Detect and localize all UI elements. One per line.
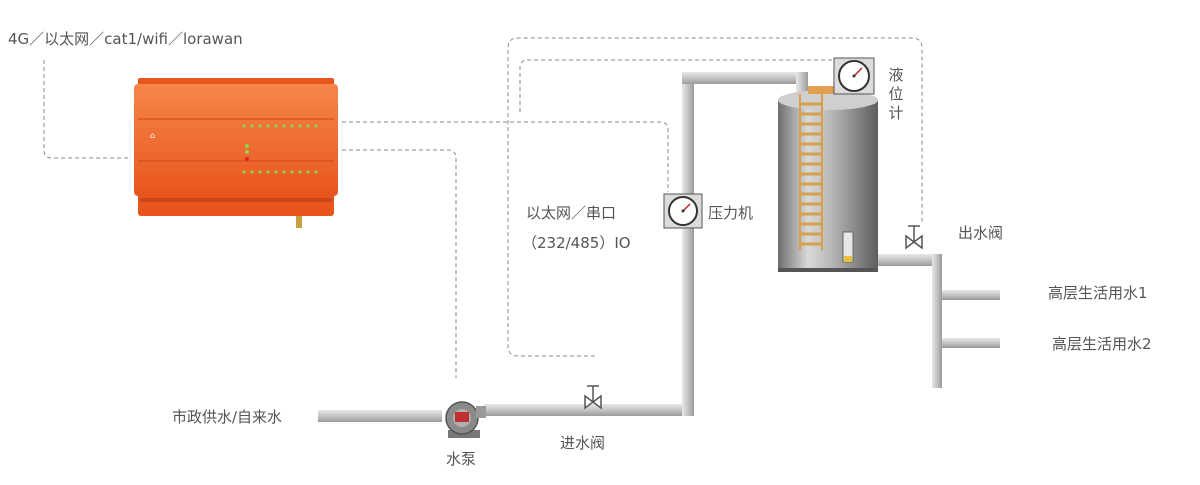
outlet-pipe xyxy=(872,254,942,266)
level-gauge-char-1: 液 xyxy=(888,66,904,84)
pipes xyxy=(318,72,1000,422)
level-gauge-line-inner xyxy=(519,59,859,112)
pressure-gauge-icon xyxy=(663,193,703,229)
branch-pipe-2 xyxy=(942,338,1000,348)
branch-pipe-1 xyxy=(942,290,1000,300)
municipal-inlet-pipe xyxy=(318,410,442,422)
status-leds xyxy=(245,144,249,161)
inlet-valve-label: 进水阀 xyxy=(560,434,606,452)
level-gauge-icon xyxy=(833,57,875,95)
pump-outlet-pipe xyxy=(484,404,692,416)
water-tank-icon xyxy=(778,86,878,272)
inlet-valve-icon xyxy=(584,385,602,410)
pump-label: 水泵 xyxy=(446,450,477,468)
level-gauge-label: 液 位 计 xyxy=(888,66,904,123)
antenna-connector xyxy=(296,216,302,228)
controller-to-pressure-line xyxy=(342,121,669,192)
io-label: （232/485）IO xyxy=(522,234,631,252)
municipal-label: 市政供水/自来水 xyxy=(172,408,283,426)
controller-to-pump-line xyxy=(342,149,457,378)
network-label: 4G／以太网／cat1/wifi／lorawan xyxy=(8,30,243,48)
signal-lines xyxy=(43,37,923,378)
top-pipe xyxy=(682,72,806,84)
iot-controller-icon: ⌂ xyxy=(134,78,338,228)
supply-1-label: 高层生活用水1 xyxy=(1048,284,1148,302)
supply-2-label: 高层生活用水2 xyxy=(1052,335,1152,353)
outlet-valve-icon xyxy=(905,225,923,250)
outlet-riser xyxy=(932,254,942,388)
serial-label: 以太网／串口 xyxy=(526,204,617,222)
tank-top-fitting xyxy=(808,86,834,94)
level-gauge-char-3: 计 xyxy=(888,104,904,122)
svg-text:⌂: ⌂ xyxy=(150,131,155,140)
tank-ladder-rungs xyxy=(800,102,822,246)
outer-loop-line xyxy=(507,37,923,357)
network-link-line xyxy=(43,60,128,159)
level-gauge-char-2: 位 xyxy=(888,85,904,103)
led-row-bottom xyxy=(242,170,318,174)
riser-pipe xyxy=(682,72,694,416)
outlet-valve-label: 出水阀 xyxy=(958,224,1004,242)
pressure-label: 压力机 xyxy=(708,204,754,222)
water-pump-icon xyxy=(445,401,486,438)
top-drop-pipe xyxy=(796,72,808,94)
led-row-top xyxy=(242,124,318,128)
